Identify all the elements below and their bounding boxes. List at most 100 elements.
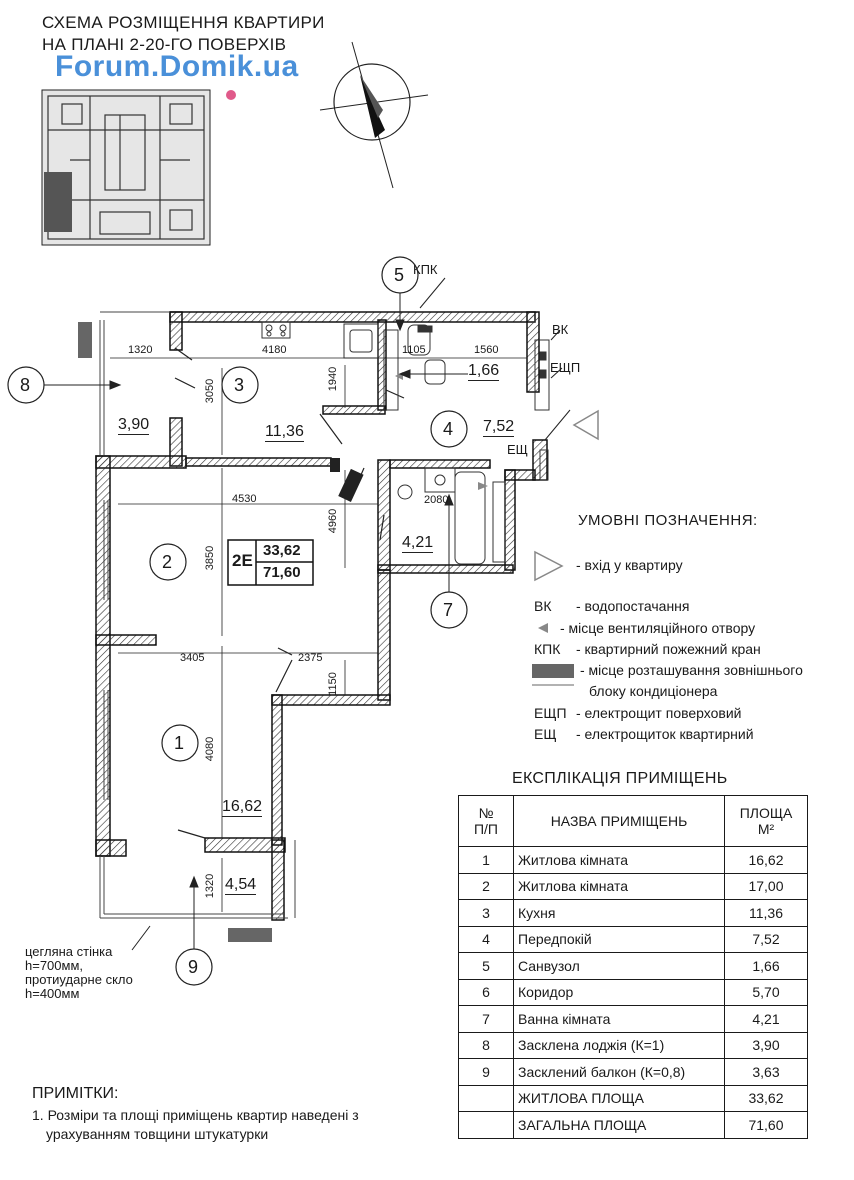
- row-area: 7,52: [724, 925, 808, 953]
- row-name: Санвузол: [513, 952, 725, 980]
- doors: [174, 347, 405, 839]
- row-name: ЗАГАЛЬНА ПЛОЩА: [513, 1111, 725, 1139]
- legend-item: - електрощит поверховий: [576, 705, 742, 721]
- room-number-2: 2: [162, 552, 173, 572]
- area-room-9: 4,54: [225, 876, 257, 895]
- dimension-label: 1150: [326, 672, 339, 696]
- dimension-label: 3050: [204, 378, 217, 404]
- legend-vent-icon: [538, 623, 548, 633]
- title-line-1: СХЕМА РОЗМІЩЕННЯ КВАРТИРИ: [42, 13, 325, 32]
- dimension-label: 1105: [402, 344, 426, 356]
- row-number: 9: [458, 1058, 514, 1086]
- header-text: №: [478, 805, 494, 821]
- legend-item: - місце вентиляційного отвору: [560, 620, 756, 636]
- north-arrow-icon: [319, 41, 429, 189]
- legend-item: - водопостачання: [576, 598, 690, 614]
- area-room-1: 16,62: [222, 798, 263, 817]
- room-number-5: 5: [394, 265, 405, 285]
- row-area: 3,63: [724, 1058, 808, 1086]
- dimension-label: 3405: [180, 652, 205, 664]
- kitchen-fixtures: [261, 321, 506, 565]
- wall-note-line: h=700мм,: [25, 958, 83, 973]
- row-number: 5: [458, 952, 514, 980]
- area-room-7: 4,21: [402, 534, 434, 553]
- wall-note-line: h=400мм: [25, 986, 80, 1001]
- row-name: Засклена лоджія (К=1): [513, 1031, 725, 1059]
- row-area: 11,36: [724, 899, 808, 927]
- row-area: 5,70: [724, 978, 808, 1006]
- legend-ac-icon: [532, 664, 574, 678]
- label-kpk: КПК: [413, 262, 438, 277]
- watermark: Forum.Domik.ua: [55, 50, 299, 83]
- row-number-empty: [458, 1084, 514, 1112]
- label-eshch: ЕЩ: [507, 442, 528, 457]
- technical-block: [534, 339, 550, 481]
- row-name: Житлова кімната: [513, 846, 725, 874]
- legend-symbol: КПК: [534, 641, 561, 657]
- row-area: 1,66: [724, 952, 808, 980]
- row-area: 4,21: [724, 1005, 808, 1033]
- wall-note-line: цегляна стінка: [25, 944, 113, 959]
- legend-item: - квартирний пожежний кран: [576, 641, 761, 657]
- row-number-empty: [458, 1111, 514, 1139]
- room-number-7: 7: [443, 600, 454, 620]
- legend-entrance-icon: [534, 550, 564, 582]
- row-name: Кухня: [513, 899, 725, 927]
- room-number-9: 9: [188, 957, 199, 977]
- label-eshchp: ЕЩП: [550, 360, 581, 375]
- ac-unit-icon-2: [228, 928, 272, 942]
- apartment-walls: [95, 311, 548, 921]
- legend-item: - вхід у квартиру: [576, 557, 683, 573]
- row-name: Житлова кімната: [513, 872, 725, 900]
- row-name: Передпокій: [513, 925, 725, 953]
- row-number: 4: [458, 925, 514, 953]
- legend-symbol: ЕЩ: [534, 726, 557, 742]
- wall-note: цегляна стінка h=700мм, протиударне скло…: [25, 945, 133, 1001]
- row-area: 17,00: [724, 872, 808, 900]
- apartment-total-area: 71,60: [263, 564, 301, 581]
- dimension-label: 1320: [128, 344, 153, 356]
- legend-symbol: ЕЩП: [534, 705, 567, 721]
- room-number-4: 4: [443, 419, 454, 439]
- dimension-label: 4180: [262, 344, 287, 356]
- note-line: 1. Розміри та площі приміщень квартир на…: [32, 1107, 359, 1123]
- dimension-label: 2080: [424, 494, 449, 506]
- header-text: ПЛОЩА: [739, 805, 793, 821]
- dimension-label: 1560: [474, 344, 499, 356]
- legend-item: блоку кондиціонера: [589, 683, 718, 699]
- dimension-label: 4960: [327, 508, 340, 534]
- area-room-8: 3,90: [118, 416, 150, 435]
- dimension-label: 3850: [204, 545, 217, 571]
- row-number: 3: [458, 899, 514, 927]
- header-name: НАЗВА ПРИМІЩЕНЬ: [513, 795, 725, 847]
- plan-title: СХЕМА РОЗМІЩЕННЯ КВАРТИРИ НА ПЛАНІ 2-20-…: [42, 12, 325, 56]
- apartment-info-box: [227, 539, 314, 586]
- dimension-label: 1940: [327, 366, 340, 392]
- dimension-label: 2375: [298, 652, 323, 664]
- ac-unit-icon: [78, 322, 92, 358]
- area-room-3: 11,36: [265, 423, 304, 442]
- key-plan-thumbnail: [41, 89, 211, 246]
- row-name: ЖИТЛОВА ПЛОЩА: [513, 1084, 725, 1112]
- wall-note-line: протиударне скло: [25, 972, 133, 987]
- dimension-label: 4530: [232, 493, 257, 505]
- row-area: 16,62: [724, 846, 808, 874]
- dimension-label: 1320: [204, 873, 217, 899]
- notes-title: ПРИМІТКИ:: [32, 1085, 119, 1102]
- header-text: М²: [757, 821, 775, 837]
- row-area: 71,60: [724, 1111, 808, 1139]
- apartment-code: 2E: [232, 551, 253, 570]
